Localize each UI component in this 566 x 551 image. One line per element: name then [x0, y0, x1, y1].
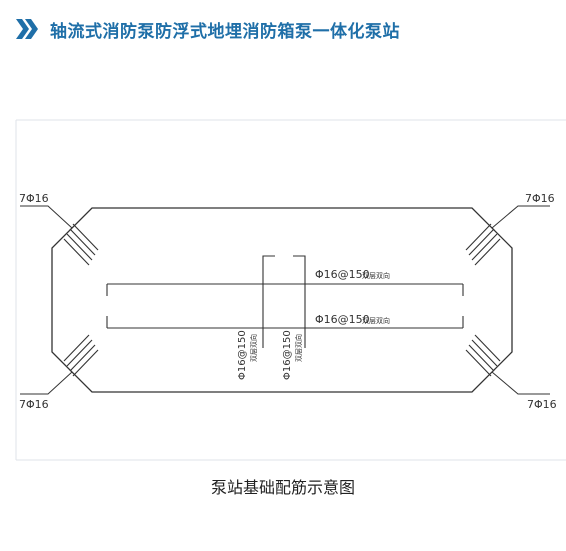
- corner-rebar-tr: [465, 223, 501, 266]
- leader-br: [491, 371, 550, 395]
- corner-rebar-bl: [63, 334, 99, 377]
- rebar-label-top: Φ16@150: [315, 268, 370, 281]
- leader-tr: [491, 205, 550, 229]
- rebar-label-mid: Φ16@150: [315, 313, 370, 326]
- rebar-label-vert-left-note: 双层双向: [249, 334, 258, 362]
- rebar-label-vert-left: Φ16@150: [237, 330, 248, 380]
- corner-label-br: 7Φ16: [527, 398, 557, 411]
- corner-rebar-br: [465, 334, 501, 377]
- header: 轴流式消防泵防浮式地埋消防箱泵一体化泵站: [14, 14, 400, 44]
- page-title: 轴流式消防泵防浮式地埋消防箱泵一体化泵站: [50, 21, 400, 42]
- rebar-label-vert-right-note: 双层双向: [294, 334, 303, 362]
- double-chevron-right-icon: [16, 19, 38, 39]
- corner-rebar-tl: [63, 223, 99, 266]
- corner-label-bl: 7Φ16: [19, 398, 49, 411]
- corner-label-tl: 7Φ16: [19, 192, 49, 205]
- foundation-outline: [51, 207, 513, 393]
- figure-caption: 泵站基础配筋示意图: [210, 478, 355, 497]
- corner-label-tr: 7Φ16: [525, 192, 555, 205]
- leader-tl: [20, 205, 73, 229]
- rebar-label-top-note: 双层双向: [362, 271, 390, 280]
- rebar-label-mid-note: 双层双向: [362, 316, 390, 325]
- leader-bl: [20, 371, 73, 395]
- rebar-label-vert-right: Φ16@150: [282, 330, 293, 380]
- horizontal-rebar-top: [106, 283, 464, 296]
- horizontal-rebar-mid: [106, 316, 464, 329]
- vertical-rebar: [262, 255, 306, 348]
